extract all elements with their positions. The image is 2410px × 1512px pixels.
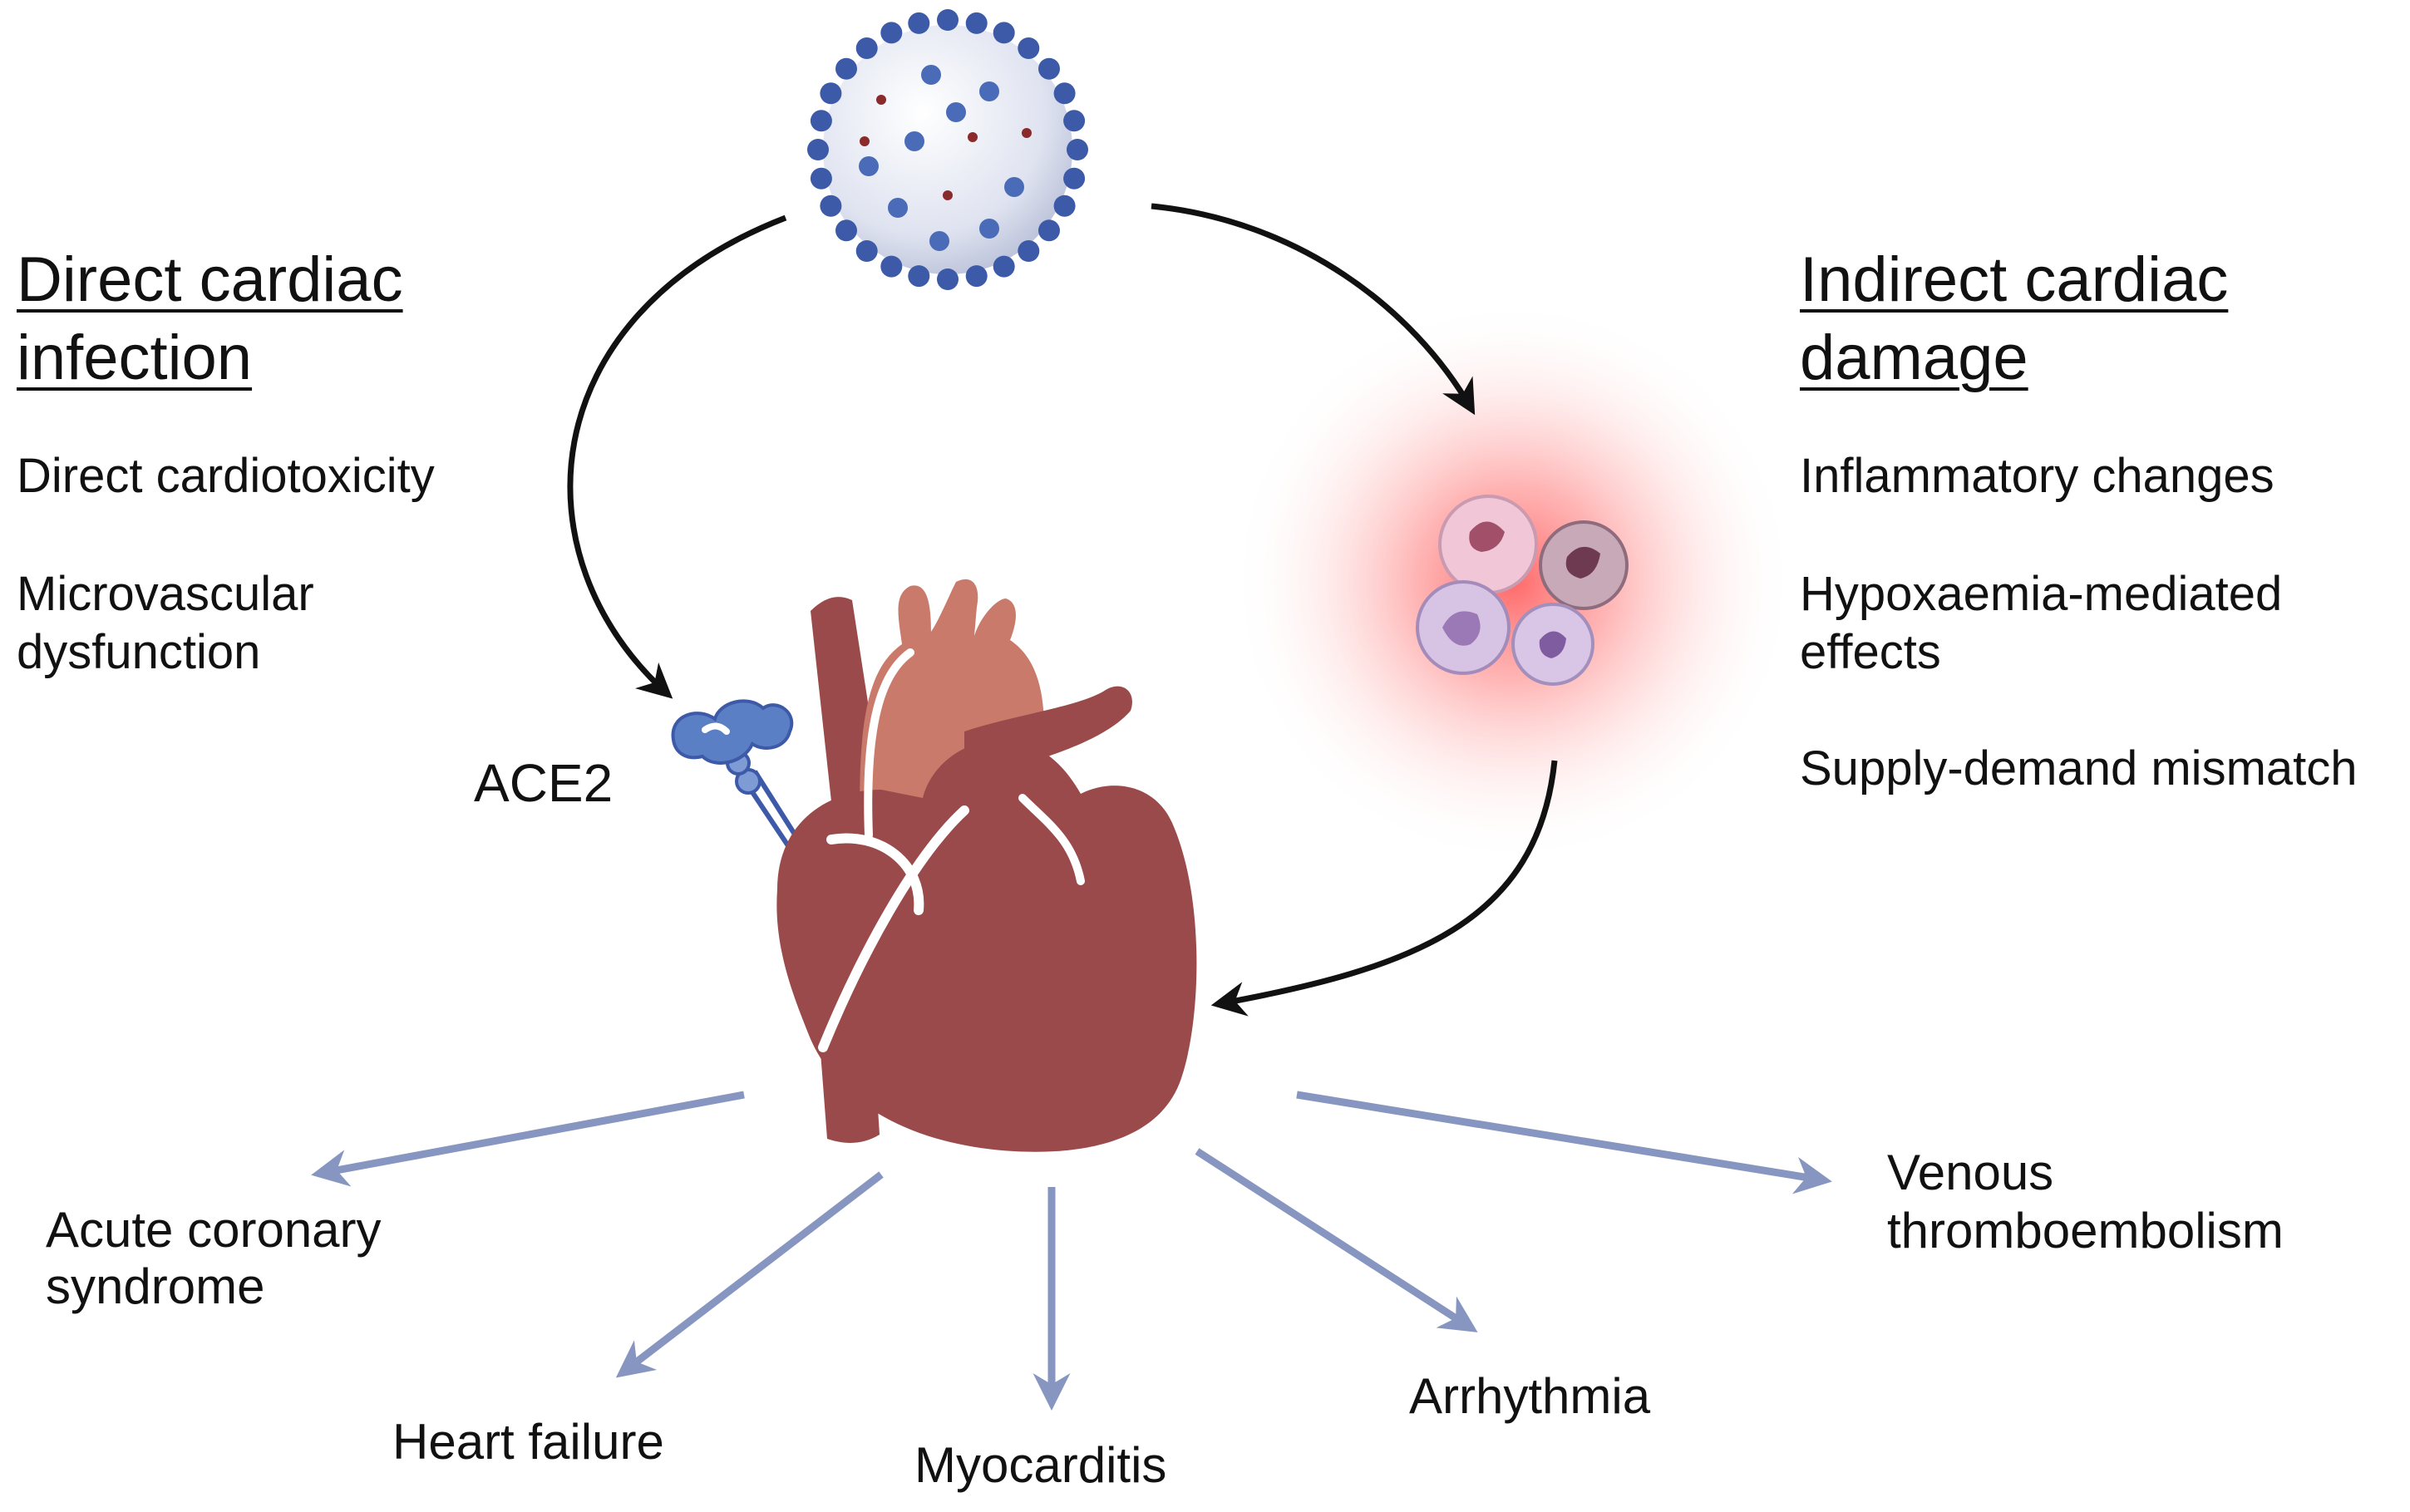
venous-thromboembolism-label-line2: thromboembolism bbox=[1887, 1203, 2284, 1258]
immune-cell bbox=[1539, 520, 1629, 610]
heart-aorta-outline bbox=[864, 648, 914, 840]
immune-cell bbox=[1511, 603, 1594, 686]
virus-spike bbox=[835, 57, 857, 80]
virus-dot bbox=[1022, 128, 1032, 138]
virus-spike bbox=[1038, 57, 1060, 80]
hypoxaemia-label-line1: Hypoxaemia-mediated bbox=[1800, 567, 2283, 621]
direct-infection-heading-line2: infection bbox=[17, 323, 253, 393]
inflammatory-changes-label: Inflammatory changes bbox=[1800, 449, 2274, 503]
virus-spike bbox=[1063, 167, 1086, 190]
virus-protein bbox=[1004, 177, 1024, 197]
indirect-damage-heading-line1: Indirect cardiac bbox=[1800, 244, 2229, 315]
virus-spike bbox=[810, 167, 832, 190]
virus-spike bbox=[908, 12, 930, 34]
ace2-label: ACE2 bbox=[474, 753, 614, 813]
venous-thromboembolism-label-line1: Venous bbox=[1887, 1145, 2054, 1200]
immune-cell bbox=[1416, 580, 1511, 675]
virus-protein bbox=[859, 156, 879, 176]
virus-body bbox=[823, 25, 1072, 274]
virus-spike bbox=[908, 265, 930, 288]
virus-spike bbox=[855, 37, 878, 59]
virus-protein bbox=[979, 219, 999, 239]
virus-spike bbox=[880, 255, 903, 278]
virus-spike bbox=[937, 268, 959, 290]
virus-spike bbox=[993, 255, 1015, 278]
virus-spike bbox=[1053, 195, 1076, 217]
virus-spike bbox=[810, 110, 832, 132]
virus-protein bbox=[979, 81, 999, 101]
virus-spike bbox=[965, 265, 988, 288]
virus-spike bbox=[937, 9, 959, 31]
virus-dot bbox=[876, 95, 886, 105]
heart-outline-groove bbox=[1018, 794, 1085, 885]
virus-spike bbox=[855, 240, 878, 262]
ace2-receptor bbox=[671, 699, 805, 854]
outcome-arrows bbox=[311, 1091, 1832, 1411]
virus-protein bbox=[921, 65, 941, 85]
virus-spike bbox=[835, 219, 857, 242]
virus-dot bbox=[968, 132, 978, 142]
arrow-virus-to-heart bbox=[567, 214, 787, 699]
virus-dot bbox=[943, 190, 953, 200]
virus-spike bbox=[1053, 82, 1076, 105]
direct-cardiotoxicity-label: Direct cardiotoxicity bbox=[17, 449, 435, 503]
direct-infection-heading-line1: Direct cardiac bbox=[17, 244, 403, 315]
virus-protein bbox=[888, 198, 908, 218]
immune-cell bbox=[1438, 495, 1538, 594]
inflammation-illustration bbox=[1230, 299, 1796, 864]
microvascular-label-line1: Microvascular bbox=[17, 567, 314, 621]
supply-demand-label: Supply-demand mismatch bbox=[1800, 741, 2358, 795]
arrow-to-venous-thromboembolism bbox=[1296, 1091, 1832, 1194]
virus-spike bbox=[807, 139, 829, 160]
acute-coronary-syndrome-label-line1: Acute coronary bbox=[46, 1202, 382, 1258]
arrow-to-heart-failure bbox=[615, 1171, 884, 1378]
virus-spike bbox=[820, 82, 842, 105]
virus-dot bbox=[860, 136, 870, 146]
virus-illustration bbox=[807, 9, 1088, 290]
hypoxaemia-label-line2: effects bbox=[1800, 625, 1941, 679]
virus-spike bbox=[965, 12, 988, 34]
virus-spike bbox=[1063, 110, 1086, 132]
virus-spike bbox=[880, 22, 903, 44]
heart-failure-label: Heart failure bbox=[392, 1414, 664, 1470]
heart-interventricular-groove bbox=[818, 805, 969, 1052]
virus-spike bbox=[1038, 219, 1060, 242]
virus-protein bbox=[929, 231, 949, 251]
acute-coronary-syndrome-label-line2: syndrome bbox=[46, 1258, 265, 1314]
arrow-inflammation-to-heart bbox=[1210, 760, 1558, 1017]
indirect-damage-heading-line2: damage bbox=[1800, 323, 2028, 393]
virus-spike bbox=[1067, 139, 1088, 160]
heart-illustration bbox=[776, 579, 1197, 1152]
virus-spike bbox=[1018, 37, 1040, 59]
virus-protein bbox=[904, 131, 924, 151]
arrhythmia-label: Arrhythmia bbox=[1409, 1368, 1651, 1424]
virus-spike bbox=[1018, 240, 1040, 262]
myocarditis-label: Myocarditis bbox=[914, 1437, 1167, 1493]
arrow-virus-to-inflammation bbox=[1151, 203, 1476, 416]
virus-spike bbox=[993, 22, 1015, 44]
microvascular-label-line2: dysfunction bbox=[17, 625, 261, 679]
arrow-to-arrhythmia bbox=[1195, 1148, 1478, 1332]
heart-coronary-groove bbox=[826, 833, 924, 915]
virus-protein bbox=[946, 102, 966, 122]
virus-spike bbox=[820, 195, 842, 217]
arrow-to-acute-coronary-syndrome bbox=[311, 1091, 745, 1187]
